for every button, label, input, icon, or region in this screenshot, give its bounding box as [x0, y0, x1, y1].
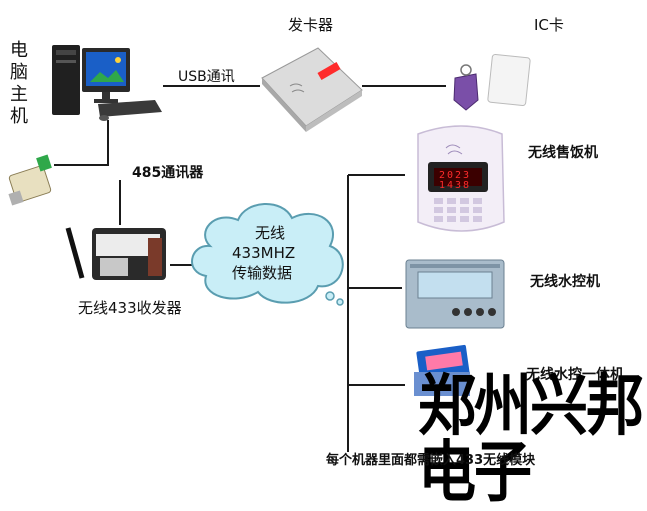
company-watermark: 郑州兴邦电子 [418, 366, 644, 511]
host-char-1: 电 [10, 40, 28, 61]
keyboard [98, 100, 162, 117]
rs485-label: 485通讯器 [132, 165, 204, 181]
usb-link-label: USB通讯 [178, 69, 235, 85]
cloud-line-2: 433MHZ [232, 244, 296, 262]
keypad [434, 198, 482, 222]
system-diagram: 电 脑 主 机 发卡器 IC卡 USB通讯 485通讯器 无线433收发器 无线… [8, 16, 644, 505]
ic-card-items [453, 53, 531, 111]
mouse-icon [99, 115, 109, 121]
host-char-3: 主 [10, 84, 28, 105]
host-char-2: 脑 [10, 62, 28, 83]
connectors [54, 85, 446, 452]
water-all-in-one-device [414, 344, 470, 396]
computer-host-label: 电 脑 主 机 [8, 40, 30, 128]
host-to-485-line [54, 120, 109, 166]
ic-card-label: IC卡 [534, 16, 564, 34]
cloud-line-3: 传输数据 [232, 264, 293, 282]
ic-card-icon [487, 53, 531, 107]
transceiver-label: 无线433收发器 [78, 299, 182, 317]
card-reader-label: 发卡器 [288, 16, 334, 34]
computer-host [52, 45, 162, 121]
water-all-in-one-label: 无线水控一体机 [526, 367, 624, 383]
key-fob-icon [453, 73, 479, 111]
bottom-note: 每个机器里面都需嵌入433无线模块 [326, 453, 536, 468]
host-char-4: 机 [10, 106, 28, 127]
card-reader-device [261, 47, 363, 132]
water-controller-device [405, 259, 505, 329]
diagram-canvas [8, 45, 531, 452]
cloud-line-1: 无线 [255, 224, 286, 242]
rs485-converter [8, 154, 52, 206]
wireless-transceiver [65, 227, 166, 280]
meal-display-line-1: 2023 [439, 170, 472, 181]
reader-led [317, 62, 341, 80]
meal-machine-device [417, 125, 505, 232]
meal-display-line-2: 1438 [439, 180, 472, 191]
water-controller-label: 无线水控机 [530, 274, 600, 290]
antenna [65, 227, 85, 279]
pc-tower [52, 45, 80, 115]
wireless-cloud [191, 203, 344, 306]
meal-machine-label: 无线售饭机 [528, 145, 598, 161]
